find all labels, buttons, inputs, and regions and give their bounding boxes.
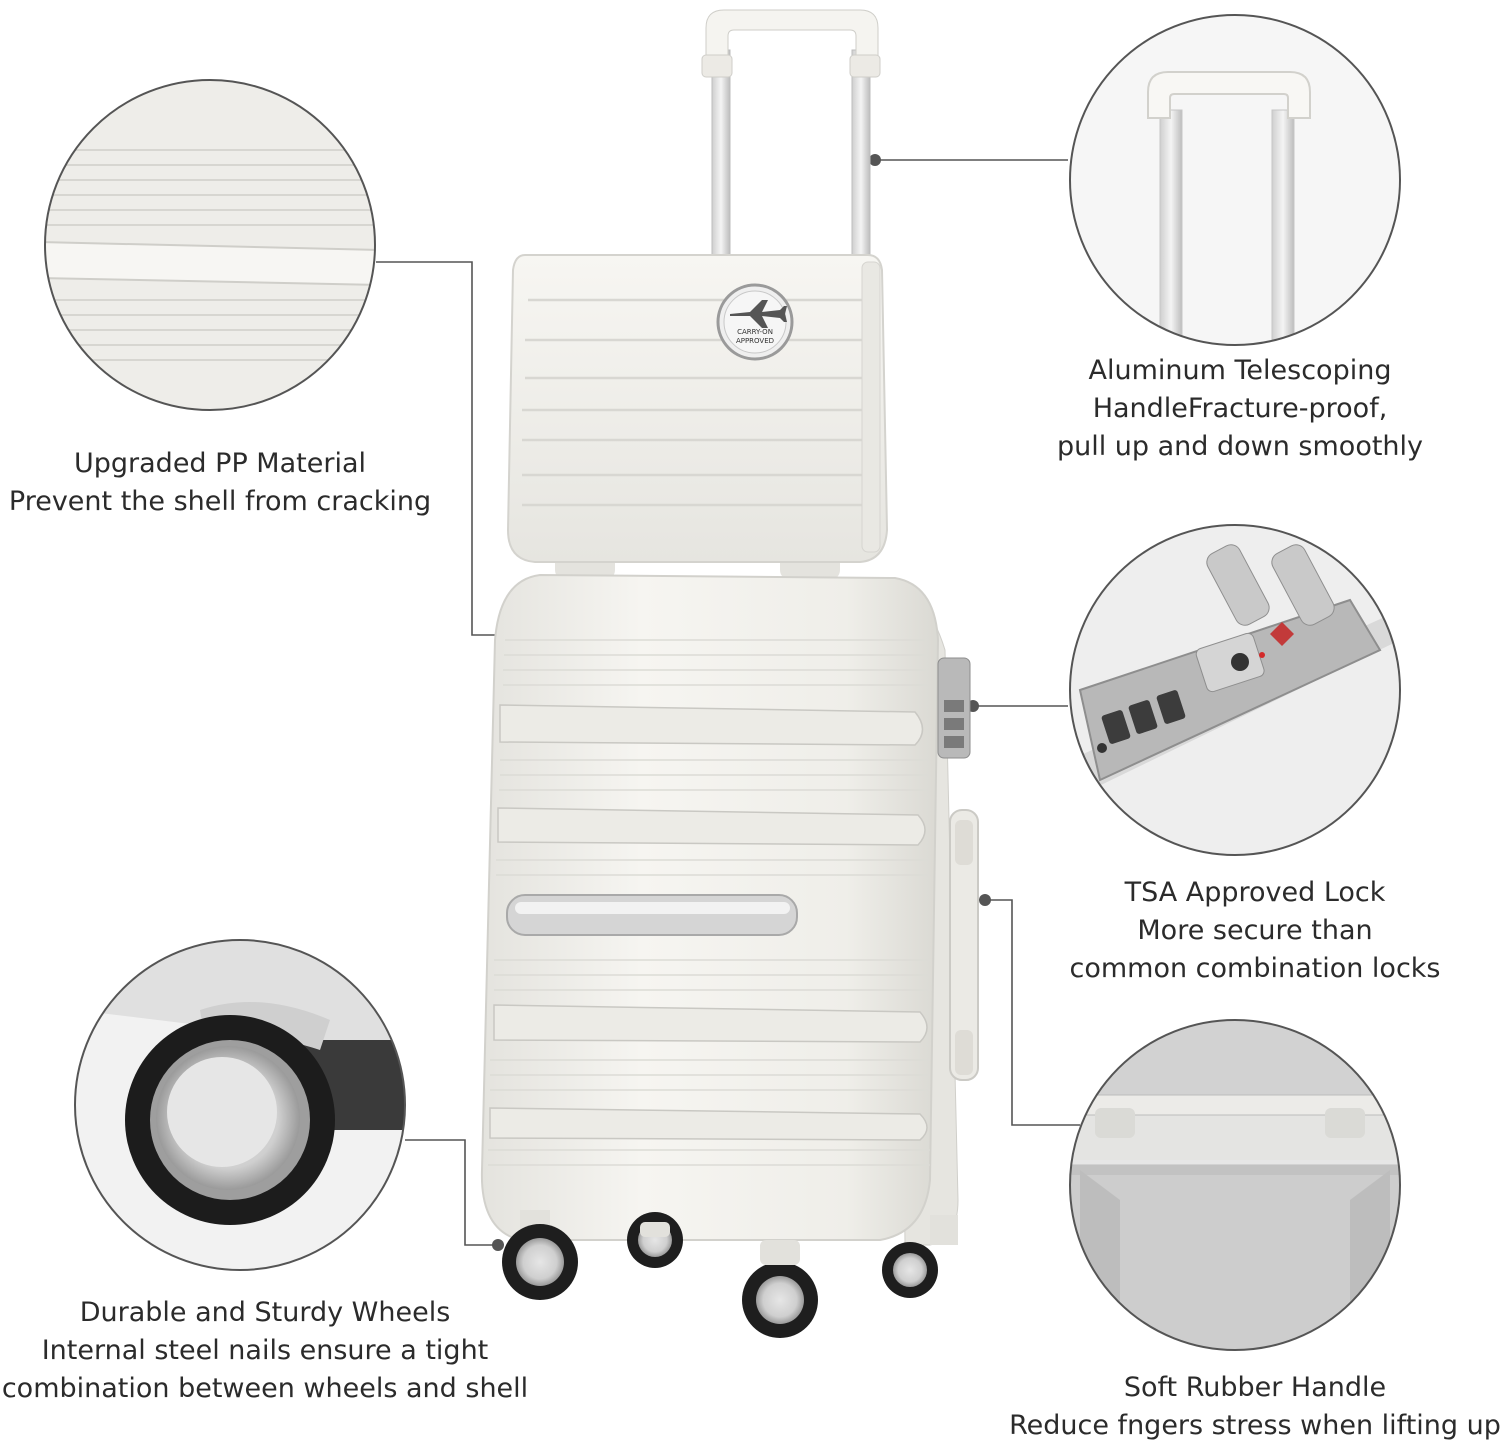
main-suitcase (480, 573, 979, 1246)
telescoping-handle (701, 9, 881, 286)
caption-handle: Aluminum Telescoping HandleFracture-proo… (1030, 352, 1450, 466)
caption-handle-line2: pull up and down smoothly (1056, 431, 1424, 462)
leader-dot-rubber (979, 894, 991, 906)
detail-circle-rubber-handle (1069, 1019, 1401, 1351)
caption-wheels-line1: Internal steel nails ensure a tight (41, 1335, 489, 1366)
leader-material (376, 261, 505, 636)
detail-circle-lock (1069, 524, 1401, 856)
caption-wheels-title: Durable and Sturdy Wheels (79, 1297, 451, 1328)
caption-lock-title: TSA Approved Lock (1124, 877, 1386, 908)
detail-circle-handle (1069, 14, 1401, 346)
leader-rubber (985, 899, 1080, 1126)
caption-material-title: Upgraded PP Material (74, 448, 366, 479)
caption-lock: TSA Approved Lock More secure than commo… (1040, 874, 1470, 988)
caption-material-line1: Prevent the shell from cracking (8, 486, 432, 517)
caption-rubber-title: Soft Rubber Handle (1123, 1372, 1387, 1403)
leader-lines (376, 159, 1080, 1246)
caption-wheels-line2: combination between wheels and shell (1, 1373, 529, 1404)
detail-circle-material (44, 79, 376, 411)
carry-on-badge: CARRY-ON APPROVED (716, 283, 794, 361)
caption-handle-line1: HandleFracture-proof, (1092, 393, 1388, 424)
leader-wheels (405, 1139, 498, 1246)
suitcase-wheels (502, 1210, 958, 1338)
caption-lock-line1: More secure than (1137, 915, 1373, 946)
tsa-diamond-icon (1270, 622, 1294, 646)
caption-rubber-handle: Soft Rubber Handle Reduce fngers stress … (1000, 1369, 1500, 1445)
caption-wheels: Durable and Sturdy Wheels Internal steel… (0, 1294, 530, 1408)
caption-lock-line2: common combination locks (1069, 953, 1441, 984)
leader-dot-handle (869, 154, 881, 166)
badge-line2: APPROVED (736, 337, 774, 345)
badge-line1: CARRY-ON (737, 328, 773, 336)
caption-material: Upgraded PP Material Prevent the shell f… (0, 445, 440, 521)
caption-handle-title: Aluminum Telescoping (1088, 355, 1392, 386)
caption-rubber-line1: Reduce fngers stress when lifting up (1009, 1410, 1500, 1441)
cosmetic-case (506, 254, 889, 580)
detail-circle-wheel (74, 939, 406, 1271)
leader-dot-wheels (492, 1239, 504, 1251)
airplane-icon (730, 300, 787, 328)
